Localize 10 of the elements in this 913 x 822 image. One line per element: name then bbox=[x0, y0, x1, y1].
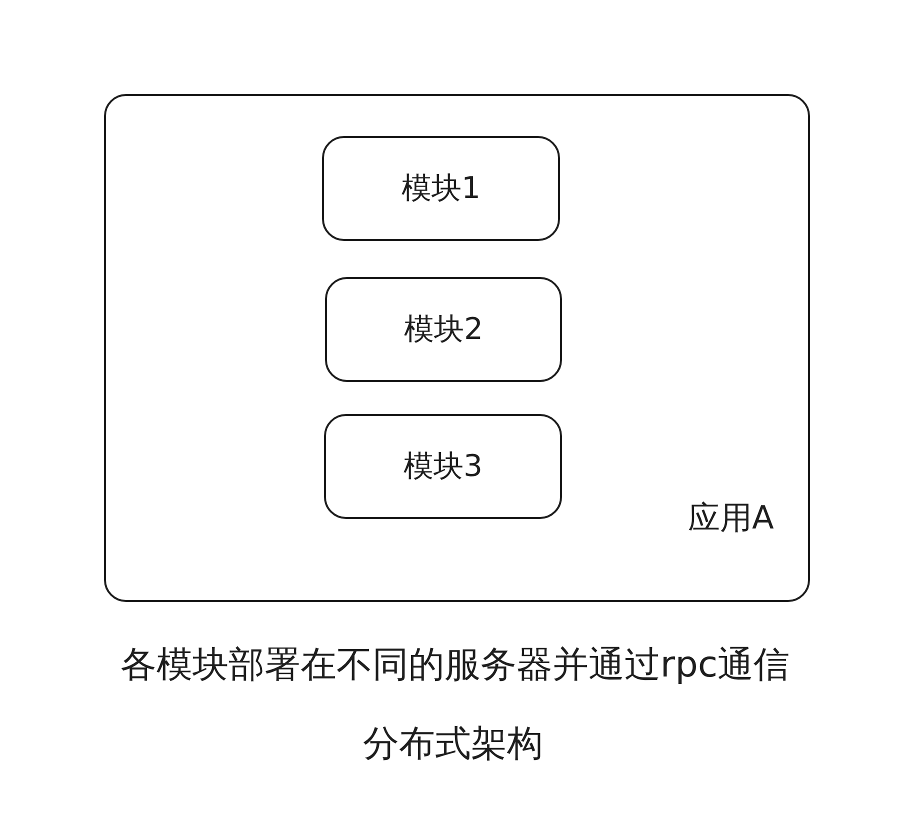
module-box bbox=[324, 414, 562, 519]
note-text: 各模块部署在不同的服务器并通过rpc通信 bbox=[120, 644, 790, 686]
module-box bbox=[325, 277, 562, 382]
caption-text: 分布式架构 bbox=[363, 723, 543, 765]
module-label: 模块1 bbox=[401, 171, 481, 206]
module-label: 模块3 bbox=[403, 449, 483, 484]
module-label: 模块2 bbox=[404, 312, 484, 347]
application-box bbox=[104, 94, 810, 602]
box-label: 应用A bbox=[688, 500, 774, 536]
module-box bbox=[322, 136, 560, 241]
